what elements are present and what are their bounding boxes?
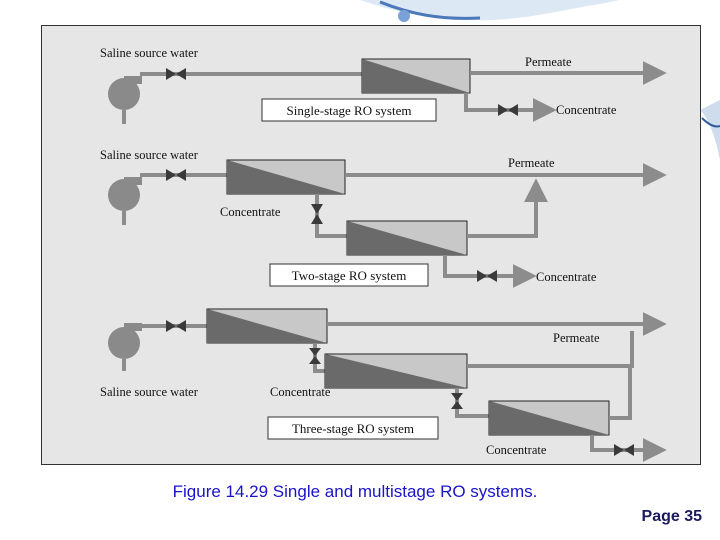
concentrate-label-stage-2: Concentrate [536, 270, 597, 284]
permeate-label: Permeate [553, 331, 600, 345]
concentrate-label: Concentrate [556, 103, 617, 117]
three-stage-system: Saline source water Permeate Concentrate [100, 308, 667, 462]
diagram-panel: Saline source water Permeate C [41, 25, 701, 465]
two-stage-system: Saline source water Permeate C [100, 148, 667, 288]
system-title: Two-stage RO system [292, 268, 407, 283]
pump-icon [108, 177, 142, 225]
concentrate-label-stage-1: Concentrate [220, 205, 281, 219]
membrane-module-stage-1 [206, 308, 328, 344]
valve-icon [166, 169, 186, 181]
membrane-module [361, 58, 471, 94]
page-number: Page 35 [641, 508, 702, 525]
system-title-box [261, 98, 437, 122]
valve-icon [311, 204, 323, 224]
ro-systems-diagram: Saline source water Permeate C [100, 46, 667, 462]
valve-icon [451, 393, 463, 409]
permeate-label: Permeate [525, 55, 572, 69]
membrane-module-stage-2 [324, 353, 468, 389]
permeate-label: Permeate [508, 156, 555, 170]
concentrate-pipe [464, 93, 557, 122]
source-label: Saline source water [100, 148, 199, 162]
single-stage-system: Saline source water Permeate C [100, 46, 667, 124]
valve-icon [477, 270, 497, 282]
system-title: Single-stage RO system [287, 103, 412, 118]
concentrate-label-stage-3: Concentrate [486, 443, 547, 457]
valve-icon [309, 348, 321, 364]
figure-caption: Figure 14.29 Single and multistage RO sy… [172, 482, 538, 501]
source-label: Saline source water [100, 46, 199, 60]
pump-icon [108, 76, 142, 124]
membrane-module-stage-1 [226, 159, 346, 195]
concentrate-label-stage-1: Concentrate [270, 385, 331, 399]
source-label: Saline source water [100, 385, 199, 399]
membrane-module-stage-3 [488, 400, 610, 436]
valve-icon [166, 320, 186, 332]
system-title-box [269, 263, 429, 287]
membrane-module-stage-2 [346, 220, 468, 256]
pump-icon [108, 323, 142, 371]
system-title-box [267, 416, 439, 440]
valve-icon [166, 68, 186, 80]
valve-icon [498, 104, 518, 116]
system-title: Three-stage RO system [292, 421, 414, 436]
valve-icon [614, 444, 634, 456]
